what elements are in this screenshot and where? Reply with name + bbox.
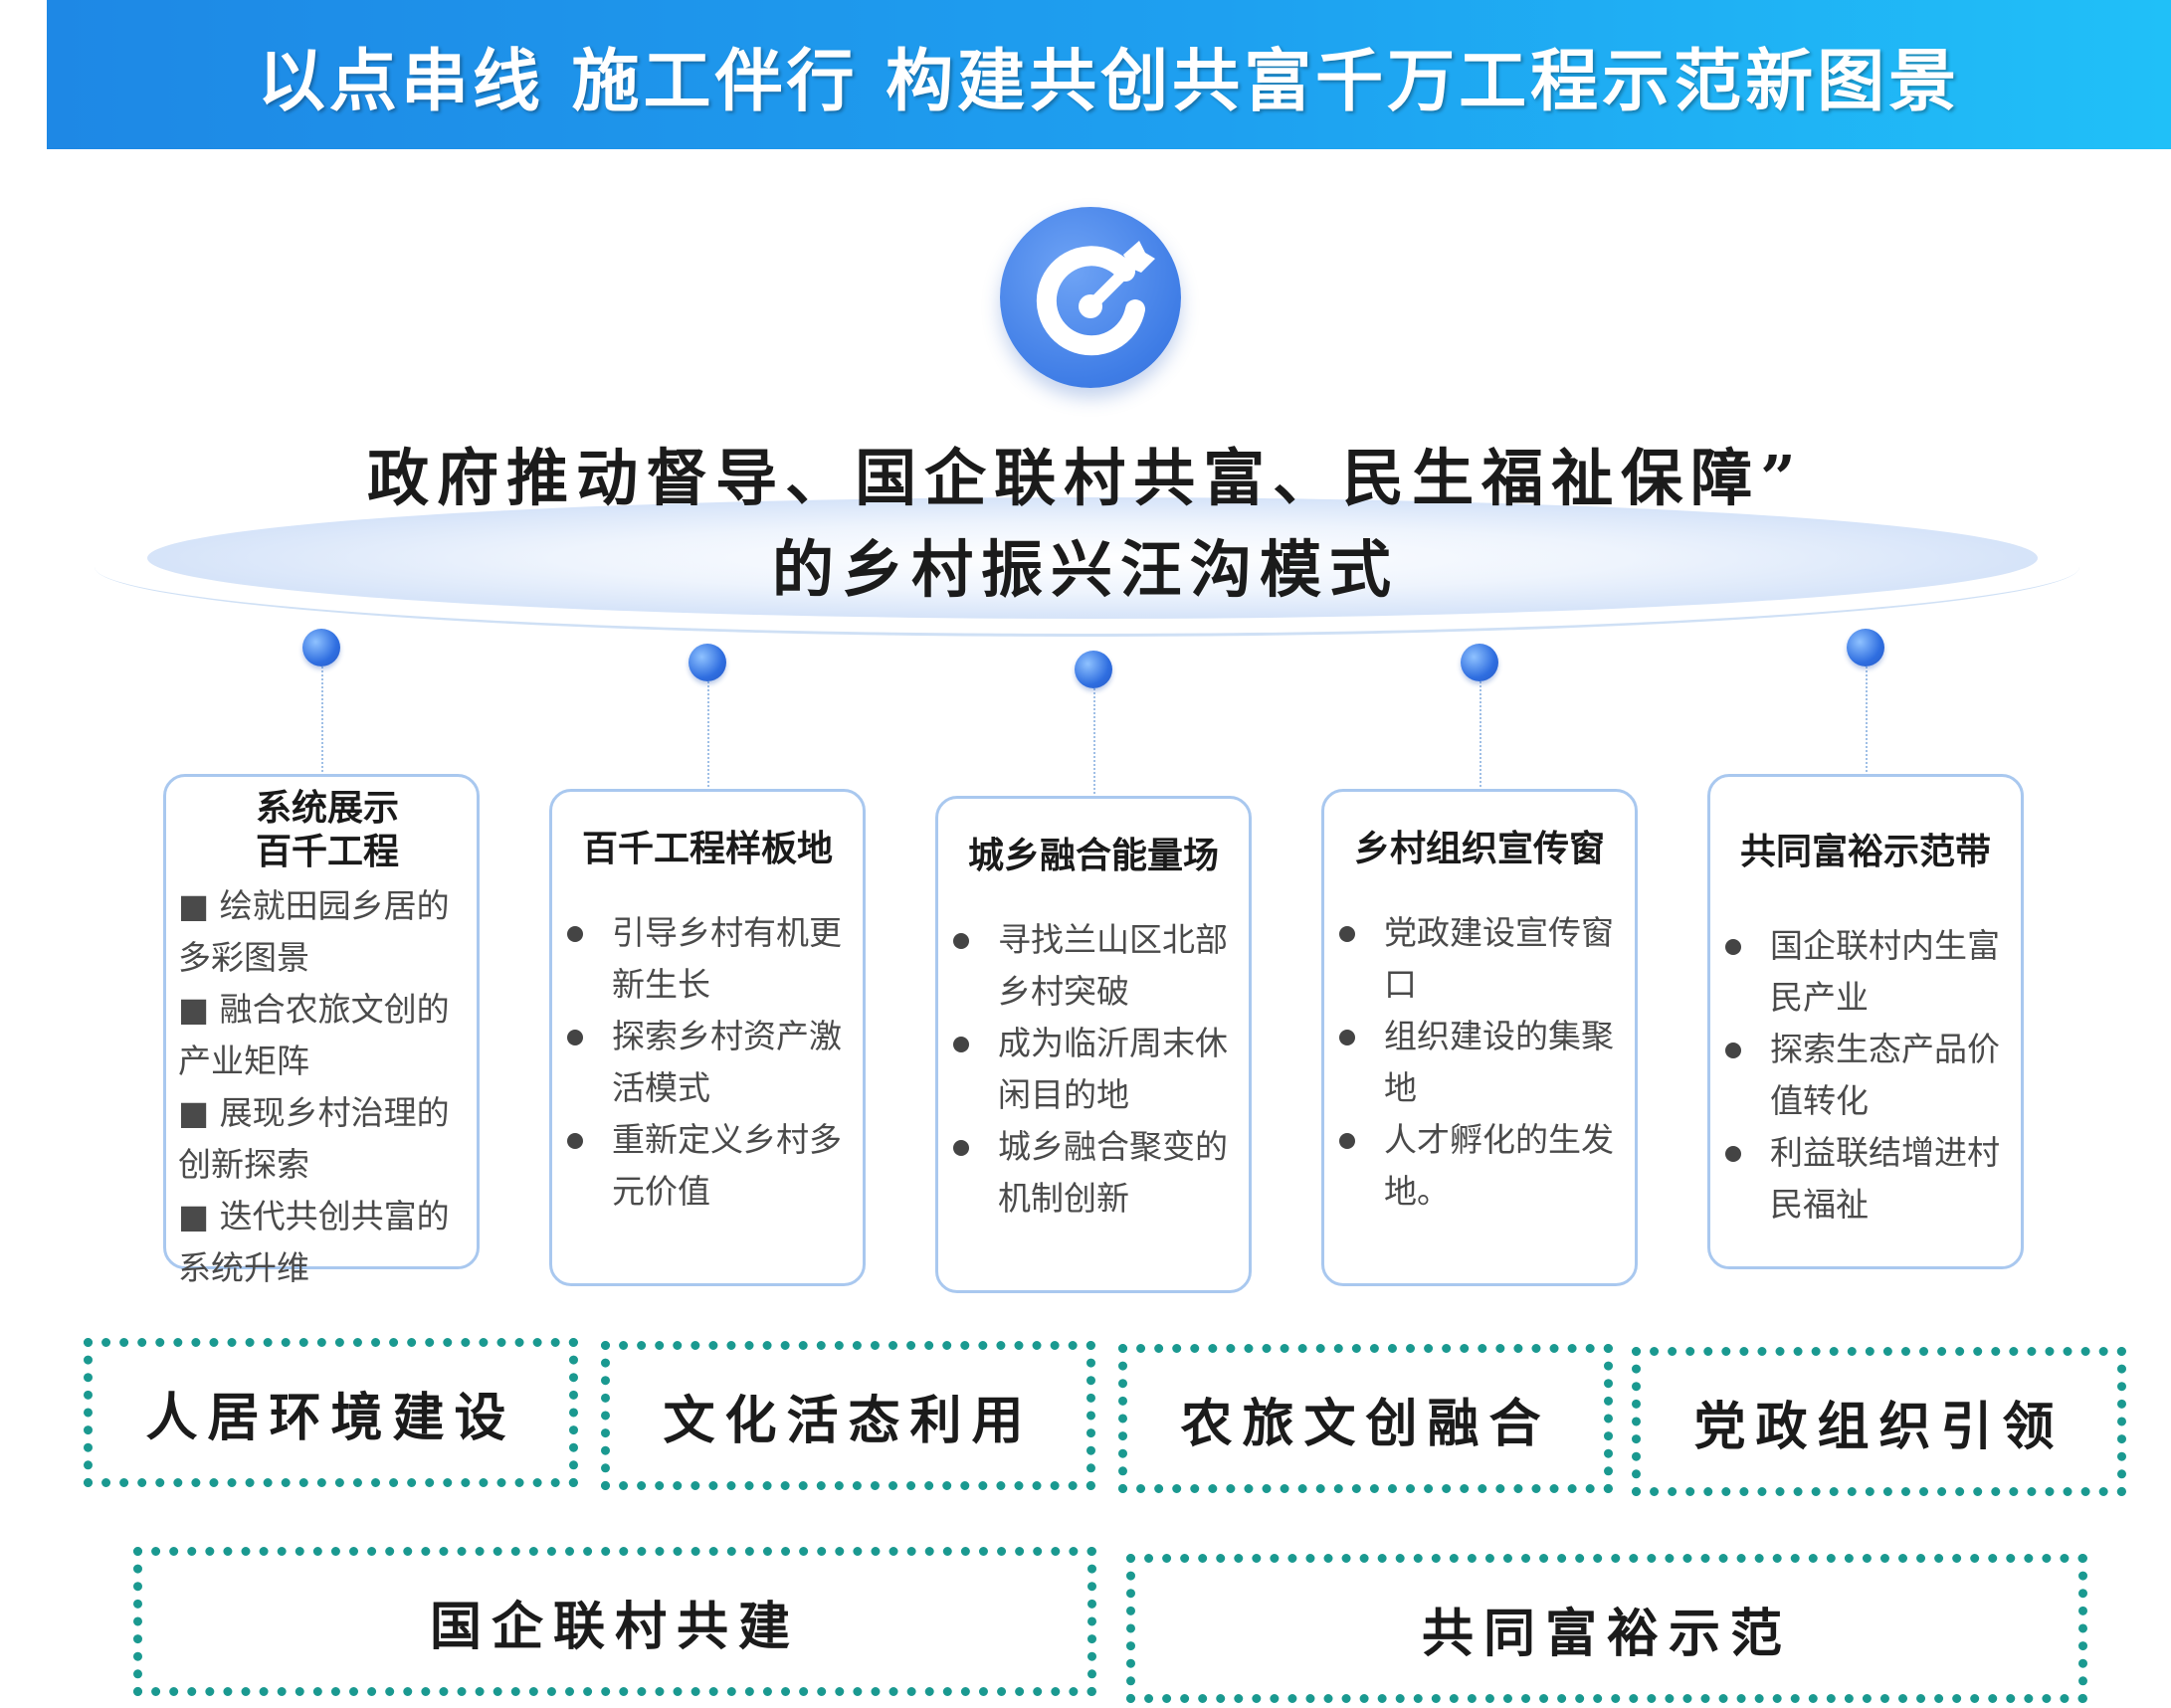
connector-line — [707, 681, 709, 791]
connector-dot — [302, 629, 340, 666]
pillar-box: 文化活态利用 — [601, 1341, 1095, 1490]
list-item: 组织建设的集聚地 — [1324, 1011, 1635, 1114]
platform-ellipse-outline — [95, 497, 2079, 637]
list-item: 探索生态产品价值转化 — [1710, 1024, 2021, 1127]
list-item: 寻找兰山区北部乡村突破 — [938, 914, 1249, 1018]
title-banner: 以点串线 施工伴行 构建共创共富千万工程示范新图景 — [47, 0, 2171, 149]
pillar-label: 文化活态利用 — [663, 1390, 1034, 1451]
list-item: ■ 绘就田园乡居的多彩图景 — [178, 886, 450, 977]
list-item: 国企联村内生富民产业 — [1710, 920, 2021, 1024]
banner-title: 以点串线 施工伴行 构建共创共富千万工程示范新图景 — [257, 41, 1961, 121]
pillar-label: 人居环境建设 — [145, 1387, 516, 1448]
card-list: 党政建设宣传窗口 组织建设的集聚地 人才孵化的生发地。 — [1324, 907, 1635, 1218]
list-item: 利益联结增进村民福祉 — [1710, 1127, 2021, 1231]
card-propaganda-window: 乡村组织宣传窗 党政建设宣传窗口 组织建设的集聚地 人才孵化的生发地。 — [1321, 789, 1638, 1286]
card-title: 乡村组织宣传窗 — [1353, 829, 1605, 869]
headline-line-1: 政府推动督导、国企联村共富、民生福祉保障” — [367, 442, 1804, 514]
connector-dot — [1461, 644, 1498, 681]
list-item: 成为临沂周末休闲目的地 — [938, 1018, 1249, 1121]
card-title: 系统展示 百千工程 — [255, 788, 399, 872]
platform-ellipse — [147, 497, 2038, 619]
list-item: 引导乡村有机更新生长 — [552, 907, 863, 1011]
pillar-label: 农旅文创融合 — [1180, 1393, 1551, 1454]
card-title: 百千工程样板地 — [581, 829, 833, 869]
card-list: ■ 绘就田园乡居的多彩图景 ■ 融合农旅文创的产业矩阵 ■ 展现乡村治理的创新探… — [178, 880, 477, 1294]
list-item: 重新定义乡村多元价值 — [552, 1114, 863, 1218]
list-item: ■ 展现乡村治理的创新探索 — [178, 1093, 450, 1184]
pillar-box: 国企联村共建 — [133, 1547, 1096, 1696]
connector-line — [1480, 681, 1481, 791]
card-title: 城乡融合能量场 — [967, 836, 1219, 876]
pillar-label: 国企联村共建 — [429, 1596, 800, 1657]
list-item: 人才孵化的生发地。 — [1324, 1114, 1635, 1218]
list-item: ■ 融合农旅文创的产业矩阵 — [178, 990, 450, 1080]
pillar-label: 共同富裕示范 — [1421, 1603, 1792, 1664]
card-title: 共同富裕示范带 — [1739, 832, 1991, 872]
card-model-site: 百千工程样板地 引导乡村有机更新生长 探索乡村资产激活模式 重新定义乡村多元价值 — [549, 789, 866, 1286]
list-item: 党政建设宣传窗口 — [1324, 907, 1635, 1011]
card-showcase: 系统展示 百千工程 ■ 绘就田园乡居的多彩图景 ■ 融合农旅文创的产业矩阵 ■ … — [163, 774, 480, 1287]
connector-dot — [1075, 651, 1112, 688]
list-item: 探索乡村资产激活模式 — [552, 1011, 863, 1114]
connector-dot — [1847, 629, 1884, 666]
card-list: 寻找兰山区北部乡村突破 成为临沂周末休闲目的地 城乡融合聚变的机制创新 — [938, 914, 1249, 1225]
headline-line-2: 的乡村振兴汪沟模式 — [771, 533, 1399, 606]
pillar-box: 农旅文创融合 — [1118, 1344, 1613, 1493]
connector-line — [1093, 688, 1095, 798]
pillar-box: 共同富裕示范 — [1126, 1554, 2087, 1703]
connector-line — [1866, 666, 1868, 776]
list-item: 城乡融合聚变的机制创新 — [938, 1121, 1249, 1225]
list-item: ■ 迭代共创共富的系统升维 — [178, 1197, 450, 1287]
card-energy-field: 城乡融合能量场 寻找兰山区北部乡村突破 成为临沂周末休闲目的地 城乡融合聚变的机… — [935, 796, 1252, 1293]
card-prosperity-belt: 共同富裕示范带 国企联村内生富民产业 探索生态产品价值转化 利益联结增进村民福祉 — [1707, 774, 2024, 1269]
connector-dot — [689, 644, 726, 681]
pillar-box: 党政组织引领 — [1632, 1347, 2126, 1496]
card-list: 引导乡村有机更新生长 探索乡村资产激活模式 重新定义乡村多元价值 — [552, 907, 863, 1218]
connector-line — [321, 666, 323, 776]
card-list: 国企联村内生富民产业 探索生态产品价值转化 利益联结增进村民福祉 — [1710, 920, 2021, 1231]
pillar-label: 党政组织引领 — [1693, 1396, 2065, 1457]
pillar-box: 人居环境建设 — [84, 1338, 578, 1487]
target-arrow-icon — [1000, 207, 1181, 388]
